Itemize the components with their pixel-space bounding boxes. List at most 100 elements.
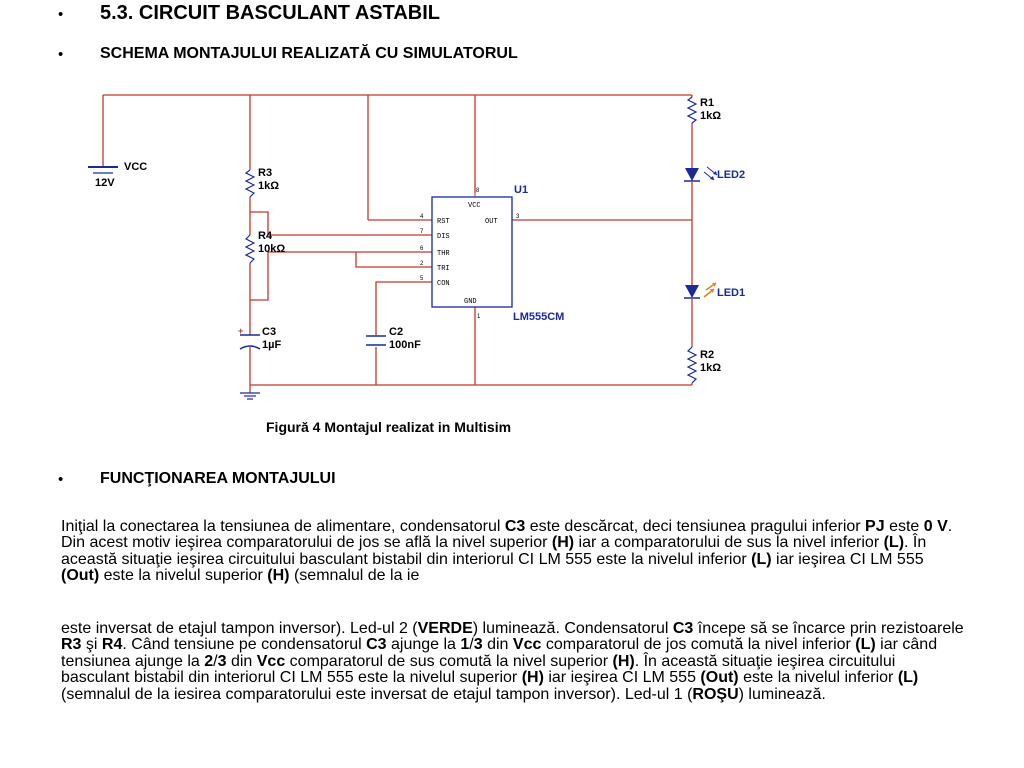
- svg-text:R1: R1: [700, 97, 714, 109]
- svg-text:OUT: OUT: [485, 218, 498, 226]
- text-run: 2: [204, 652, 214, 670]
- text-run: este la nivelul inferior: [738, 669, 898, 687]
- text-run: este la nivelul superior: [99, 567, 268, 585]
- vcc-source: VCC 12V: [88, 161, 147, 189]
- svg-text:RST: RST: [437, 218, 450, 226]
- text-run: (Out): [700, 669, 739, 687]
- text-run: C3: [366, 636, 387, 654]
- svg-text:3: 3: [516, 214, 520, 220]
- text-run: VERDE: [417, 620, 473, 637]
- text-run: 3: [217, 652, 227, 670]
- svg-text:C2: C2: [389, 326, 403, 338]
- capacitor-c3: + C3 1µF: [238, 326, 281, 351]
- svg-text:1µF: 1µF: [262, 339, 281, 351]
- bullet-3: •: [58, 471, 64, 488]
- text-run: (H): [612, 652, 635, 670]
- svg-text:C3: C3: [262, 326, 276, 338]
- svg-text:6: 6: [420, 246, 424, 252]
- svg-text:CON: CON: [437, 280, 450, 288]
- text-run: iar când tensiunea ajunge la: [61, 636, 938, 670]
- svg-text:7: 7: [420, 229, 424, 235]
- text-run: C3: [672, 620, 694, 637]
- svg-text:R4: R4: [258, 230, 273, 242]
- text-run: Iniţial la conectarea la tensiunea de al…: [61, 518, 505, 535]
- text-run: începe să se încarce prin rezistoarele: [693, 620, 964, 637]
- paragraph-2: este inversat de etajul tampon inversor)…: [61, 620, 966, 703]
- text-run: (L): [897, 669, 919, 687]
- svg-text:+: +: [238, 326, 243, 336]
- text-run: ) luminează. Condensatorul: [472, 620, 673, 637]
- resistor-r1: R1 1kΩ: [686, 96, 721, 124]
- text-run: este inversat de etajul tampon inversor)…: [61, 620, 418, 637]
- text-run: . În această situaţie ieşirea circuitulu…: [61, 534, 927, 568]
- text-run: . Din acest motiv ieşirea comparatorului…: [61, 518, 953, 552]
- svg-text:GND: GND: [464, 298, 477, 306]
- figure-caption: Figură 4 Montajul realizat in Multisim: [266, 419, 512, 435]
- text-run: 1: [460, 636, 470, 654]
- svg-text:4: 4: [420, 214, 424, 220]
- resistor-r3: R3 1kΩ: [244, 167, 279, 198]
- text-run: din: [226, 652, 257, 670]
- svg-text:1: 1: [477, 314, 481, 320]
- svg-text:1kΩ: 1kΩ: [258, 180, 279, 192]
- svg-text:R3: R3: [258, 167, 272, 179]
- text-run: Vcc: [512, 636, 542, 654]
- text-run: 0 V: [923, 518, 948, 535]
- text-run: R4: [101, 636, 123, 654]
- text-run: din: [482, 636, 513, 654]
- svg-text:DIS: DIS: [437, 233, 450, 241]
- svg-text:100nF: 100nF: [389, 339, 421, 351]
- resistor-r2: R2 1kΩ: [686, 346, 721, 384]
- circuit-schematic: VCC 12V R3 1kΩ R4 10kΩ + C3 1µF C2 100nF…: [88, 94, 745, 400]
- text-run: R3: [61, 636, 82, 654]
- svg-text:LED2: LED2: [717, 169, 745, 181]
- text-run: comparatorul de sus comută la nivel supe…: [285, 652, 613, 670]
- text-run: ajunge la: [386, 636, 461, 654]
- bullet-2: •: [58, 46, 64, 63]
- text-run: este descărcat, deci tensiunea pragului …: [525, 518, 866, 535]
- text-run: iar a comparatorului de sus la nivel inf…: [574, 534, 884, 552]
- section-title: 5.3. CIRCUIT BASCULANT ASTABIL: [100, 2, 440, 24]
- svg-text:1kΩ: 1kΩ: [700, 110, 721, 122]
- svg-text:5: 5: [420, 276, 424, 282]
- svg-text:VCC: VCC: [468, 202, 481, 210]
- led2-icon: LED2: [684, 166, 745, 182]
- vcc-label: VCC: [124, 161, 147, 173]
- text-run: C3: [504, 518, 526, 535]
- text-run: (H): [551, 534, 575, 552]
- text-run: (L): [855, 636, 876, 654]
- text-run: şi: [81, 636, 102, 654]
- text-run: /: [213, 652, 218, 670]
- text-run: (Out): [61, 567, 100, 585]
- text-run: (H): [521, 669, 544, 687]
- operation-heading: FUNCŢIONAREA MONTAJULUI: [100, 470, 336, 487]
- wires: [102, 94, 693, 393]
- svg-text:8: 8: [476, 188, 480, 194]
- text-run: iar ieşirea CI LM 555: [543, 669, 701, 687]
- text-run: este: [884, 518, 924, 535]
- svg-text:THR: THR: [437, 250, 450, 258]
- text-run: . Când tensiune pe condensatorul: [122, 636, 367, 654]
- text-run: . În această situaţie ieşirea circuitulu…: [61, 652, 896, 687]
- text-run: ) luminează.: [738, 685, 826, 703]
- text-run: /: [469, 636, 474, 654]
- resistor-r4: R4 10kΩ: [244, 230, 285, 264]
- paragraph-1: Iniţial la conectarea la tensiunea de al…: [61, 518, 966, 585]
- vcc-value: 12V: [95, 177, 115, 189]
- ic-name: U1: [514, 184, 528, 196]
- ground-icon: [240, 392, 260, 400]
- schematic-heading: SCHEMA MONTAJULUI REALIZATĂ CU SIMULATOR…: [100, 45, 518, 62]
- text-run: comparatorul de jos comută la nivel infe…: [541, 636, 856, 654]
- ic-lm555: VCC RST OUT DIS THR TRI CON GND 8 4 3 7 …: [420, 184, 564, 323]
- text-run: (semnalul de la iesirea comparatorului e…: [61, 685, 693, 703]
- text-run: 3: [473, 636, 483, 654]
- svg-text:2: 2: [420, 261, 424, 267]
- text-run: ROŞU: [692, 685, 739, 703]
- svg-text:1kΩ: 1kΩ: [700, 362, 721, 374]
- ic-part: LM555CM: [513, 311, 564, 323]
- text-run: iar ieşirea CI LM 555: [771, 550, 924, 568]
- text-run: (L): [883, 534, 905, 552]
- text-run: (semnalul de la ie: [289, 567, 420, 585]
- text-run: (L): [751, 550, 772, 568]
- capacitor-c2: C2 100nF: [366, 326, 421, 351]
